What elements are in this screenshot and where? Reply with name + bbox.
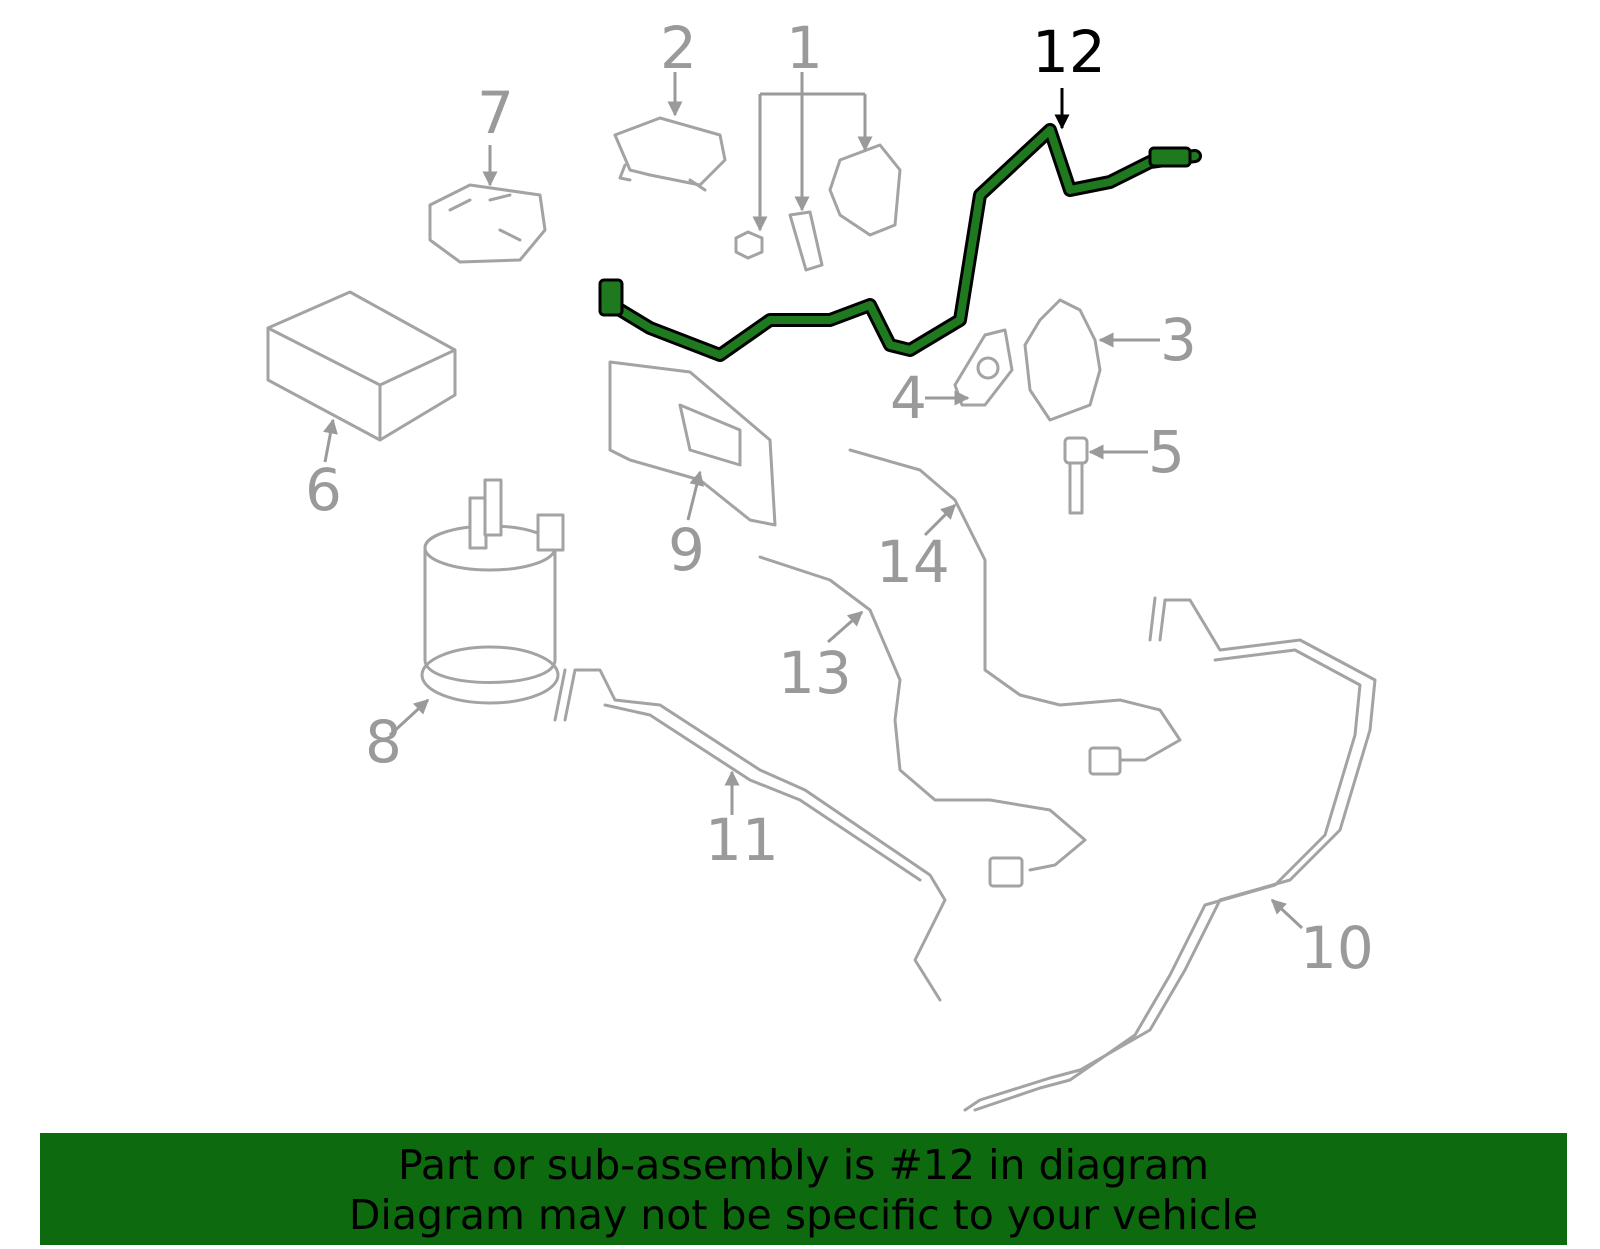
- part-13-sensor: [758, 555, 1087, 888]
- callout-1: 1: [786, 14, 823, 82]
- part-9-bracket: [608, 360, 777, 527]
- part-8-canister: [420, 478, 565, 705]
- callout-6: 6: [305, 456, 342, 524]
- callout-14: 14: [876, 528, 950, 596]
- callout-13: 13: [778, 639, 852, 707]
- part-11-hose: [553, 668, 947, 1002]
- callout-7: 7: [477, 79, 514, 147]
- callout-11: 11: [705, 806, 779, 874]
- part-6-canister: [266, 290, 457, 442]
- part-10-hose: [963, 596, 1377, 1112]
- part-4-gasket: [953, 328, 1014, 407]
- leader-lines: [323, 72, 1304, 930]
- callout-2: 2: [660, 14, 697, 82]
- part-2-sensor: [613, 116, 727, 192]
- part-3-valve: [1023, 298, 1102, 422]
- callout-3: 3: [1160, 306, 1197, 374]
- footer-line-1: Part or sub-assembly is #12 in diagram: [397, 1141, 1210, 1189]
- part-12-tube: [598, 123, 1202, 362]
- part-7-valve: [428, 183, 547, 264]
- part-1-assembly: [734, 143, 902, 272]
- footer-line-2: Diagram may not be specific to your vehi…: [348, 1191, 1259, 1239]
- callout-10: 10: [1300, 914, 1374, 982]
- callout-4: 4: [890, 364, 927, 432]
- callout-9: 9: [668, 516, 705, 584]
- footer-banner: Part or sub-assembly is #12 in diagram D…: [40, 1133, 1567, 1245]
- callout-8: 8: [365, 708, 402, 776]
- callout-12: 12: [1032, 18, 1106, 86]
- part-5-fitting: [1063, 436, 1089, 515]
- callout-5: 5: [1148, 418, 1185, 486]
- part-14-sensor: [848, 448, 1182, 776]
